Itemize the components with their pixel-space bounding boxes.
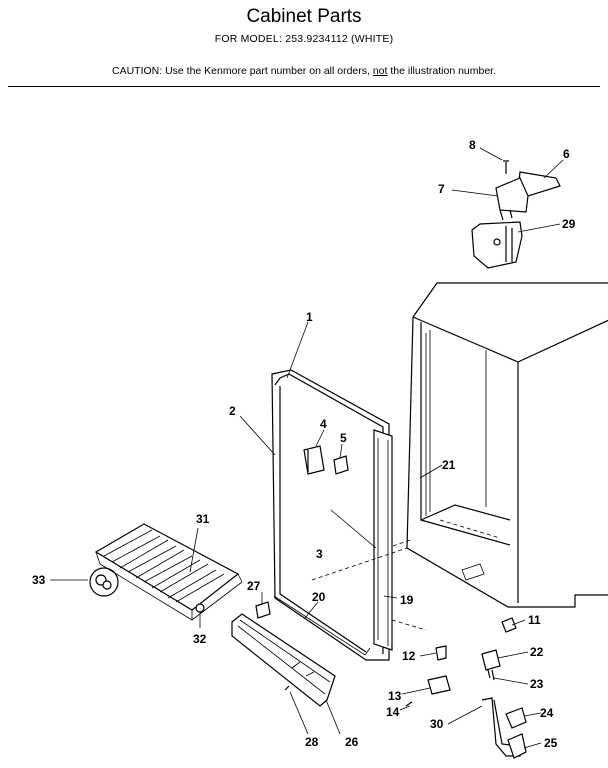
callout-27: 27 [247, 579, 261, 593]
header-divider [8, 86, 600, 87]
callout-13: 13 [388, 689, 402, 703]
bottom-trim [231, 601, 336, 707]
callout-4: 4 [320, 417, 327, 431]
door-assembly [271, 369, 393, 661]
callout-5: 5 [340, 431, 347, 445]
callout-3: 3 [316, 547, 323, 561]
callout-33: 33 [32, 573, 46, 587]
cabinet-body [406, 282, 608, 608]
callout-31: 31 [196, 512, 210, 526]
callout-21: 21 [442, 458, 456, 472]
callout-32: 32 [193, 632, 207, 646]
callout-28: 28 [305, 735, 319, 749]
wire-shelf [89, 523, 243, 621]
page-title: Cabinet Parts [246, 6, 362, 27]
callout-14: 14 [386, 705, 400, 719]
callout-25: 25 [544, 736, 558, 750]
callout-26: 26 [345, 735, 359, 749]
caution-emphasis: not [372, 65, 388, 77]
small-parts [405, 617, 527, 759]
hinge-assembly [471, 160, 561, 269]
caution-suffix: the illustration number. [387, 65, 497, 77]
callout-1: 1 [306, 310, 313, 324]
caution-prefix: CAUTION: Use the Kenmore part number on … [111, 65, 373, 77]
callout-7: 7 [438, 182, 445, 196]
callout-22: 22 [530, 645, 544, 659]
model-subtitle: FOR MODEL: 253.9234112 (WHITE) [214, 33, 394, 45]
callout-23: 23 [530, 677, 544, 691]
callout-24: 24 [540, 706, 554, 720]
caution-note: CAUTION: Use the Kenmore part number on … [0, 65, 608, 77]
leader-lines [50, 147, 564, 749]
callout-6: 6 [563, 147, 570, 161]
callout-8: 8 [469, 138, 476, 152]
callout-2: 2 [229, 404, 236, 418]
callout-20: 20 [312, 590, 326, 604]
alignment-line [311, 547, 408, 581]
callout-30: 30 [430, 717, 444, 731]
callout-12: 12 [402, 649, 416, 663]
callout-29: 29 [562, 217, 576, 231]
callout-11: 11 [528, 613, 541, 627]
callout-labels: 1 2 3 4 5 6 7 8 11 12 13 14 19 20 21 22 … [32, 138, 576, 750]
alignment-line [391, 619, 427, 631]
callout-19: 19 [400, 593, 414, 607]
alignment-line [392, 539, 411, 547]
